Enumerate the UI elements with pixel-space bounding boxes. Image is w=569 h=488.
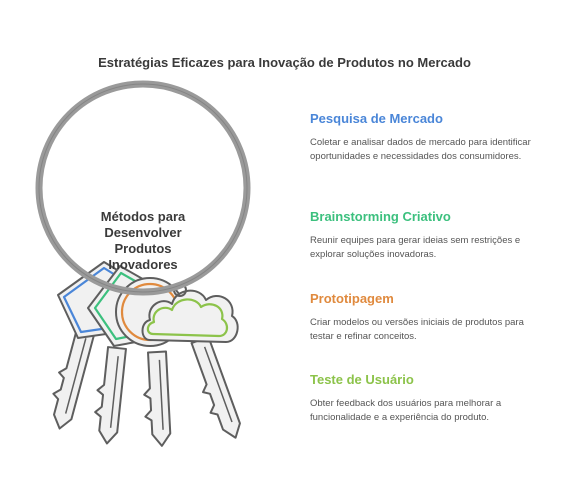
item-description: Coletar e analisar dados de mercado para…: [310, 137, 531, 162]
key-blade-orange: [143, 350, 172, 447]
item-teste-de-usuario: Teste de Usuário Obter feedback dos usuá…: [310, 372, 550, 425]
item-description: Criar modelos ou versões iniciais de pro…: [310, 317, 524, 342]
item-heading: Pesquisa de Mercado: [310, 111, 443, 126]
item-heading: Prototipagem: [310, 291, 394, 306]
item-heading: Brainstorming Criativo: [310, 209, 451, 224]
diagram-title: Estratégias Eficazes para Inovação de Pr…: [98, 55, 471, 70]
item-description: Obter feedback dos usuários para melhora…: [310, 398, 502, 423]
item-heading: Teste de Usuário: [310, 372, 414, 387]
key-blade-blue: [52, 326, 96, 430]
key-ring: [35, 80, 251, 296]
item-brainstorming-criativo: Brainstorming Criativo Reunir equipes pa…: [310, 209, 550, 262]
key-blades: [52, 326, 241, 447]
item-description: Reunir equipes para gerar ideias sem res…: [310, 235, 521, 260]
item-prototipagem: Prototipagem Criar modelos ou versões in…: [310, 291, 550, 344]
item-pesquisa-de-mercado: Pesquisa de Mercado Coletar e analisar d…: [310, 111, 550, 164]
center-label: Métodos para Desenvolver Produtos Inovad…: [100, 209, 186, 272]
key-blade-green: [94, 346, 127, 445]
key-blade-lime: [190, 335, 241, 439]
